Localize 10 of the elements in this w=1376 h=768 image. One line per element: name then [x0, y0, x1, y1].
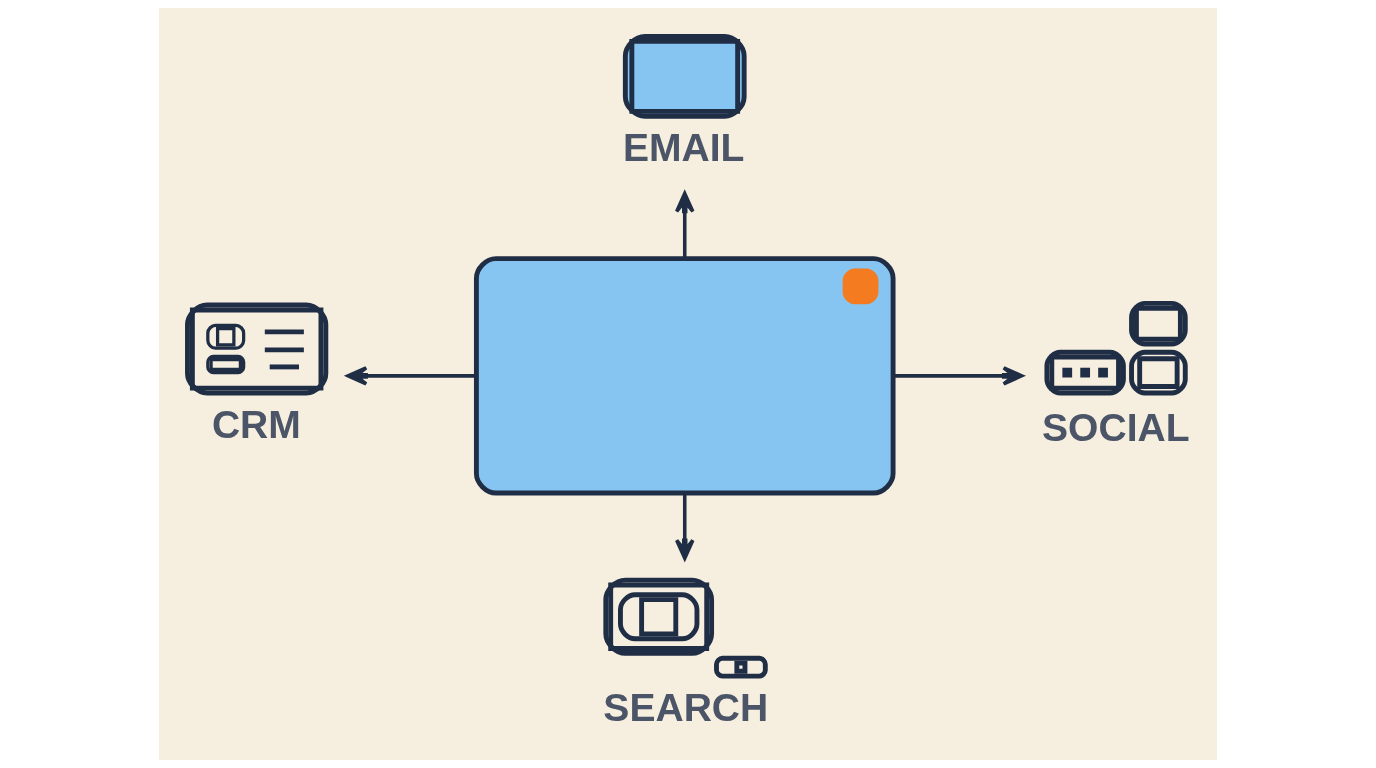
arrow — [674, 493, 695, 560]
node-box — [473, 256, 896, 496]
node-label: EMAIL — [622, 126, 745, 170]
node-label: CRM — [211, 403, 301, 447]
arrow — [346, 366, 477, 386]
node-label: SOCIAL — [1042, 406, 1190, 450]
node-label: SEARCH — [603, 686, 769, 730]
node-box — [185, 302, 329, 396]
arrow — [674, 191, 695, 259]
arrow — [893, 366, 1024, 386]
